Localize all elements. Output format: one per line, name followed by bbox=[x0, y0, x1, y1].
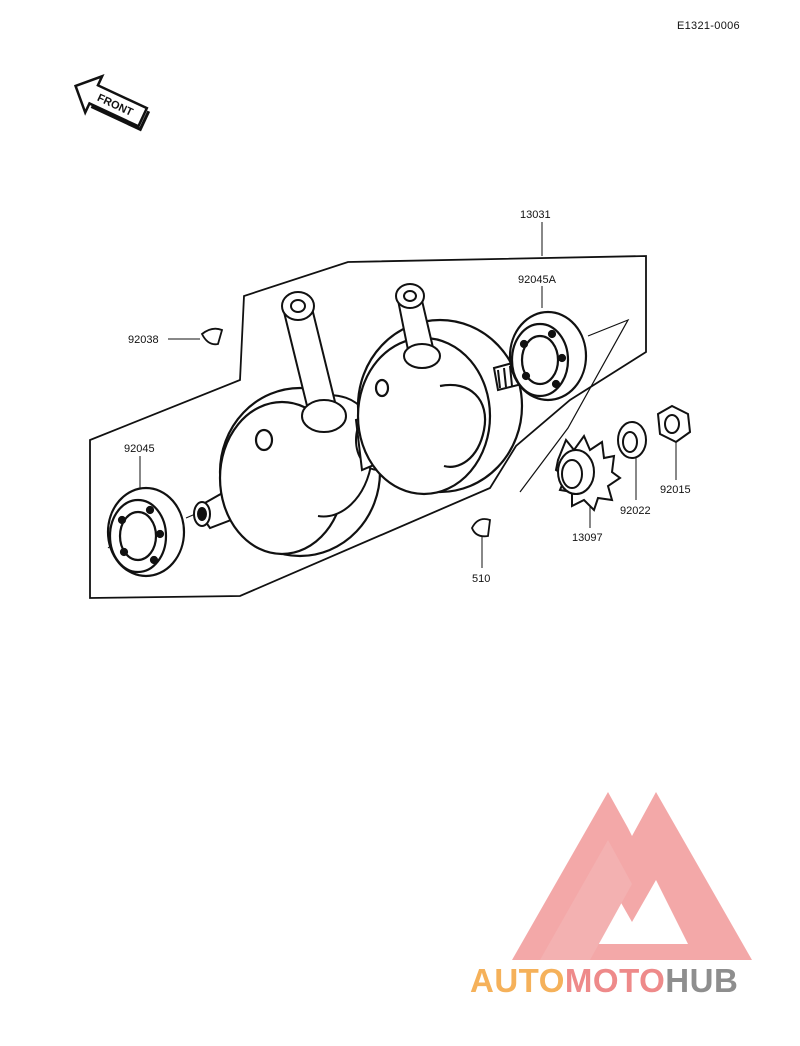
nut-92015 bbox=[656, 404, 692, 444]
gear-13097 bbox=[554, 433, 622, 512]
part-label-gear: 13097 bbox=[572, 532, 603, 544]
front-arrow-icon: FRONT bbox=[73, 74, 151, 132]
part-label-bearing-right: 92045A bbox=[518, 274, 557, 286]
diagram-code: E1321-0006 bbox=[677, 20, 740, 32]
gear-area-boundary bbox=[519, 318, 630, 493]
connecting-rod-left bbox=[281, 291, 347, 433]
part-label-washer: 92022 bbox=[620, 505, 651, 517]
part-label-bearing-left: 92045 bbox=[124, 443, 155, 455]
washer-92022 bbox=[617, 421, 647, 459]
assembly-outline bbox=[89, 255, 647, 599]
part-label-woodruff-key: 510 bbox=[472, 573, 490, 585]
part-label-crankshaft-assembly: 13031 bbox=[520, 209, 551, 221]
bearing-right bbox=[508, 310, 588, 402]
part-label-nut: 92015 bbox=[660, 484, 691, 496]
watermark-logo-icon bbox=[512, 792, 752, 960]
watermark-auto: AUTO bbox=[470, 962, 565, 999]
watermark-hub: HUB bbox=[665, 962, 739, 999]
right-flywheel bbox=[356, 318, 524, 496]
watermark-text: AUTOMOTOHUB bbox=[470, 962, 738, 1000]
bearing-left bbox=[106, 486, 186, 578]
watermark-moto: MOTO bbox=[564, 962, 666, 999]
key-92038-icon bbox=[200, 327, 224, 346]
connecting-rod-right bbox=[395, 283, 441, 369]
part-label-key: 92038 bbox=[128, 334, 159, 346]
woodruff-key-icon bbox=[471, 518, 491, 538]
